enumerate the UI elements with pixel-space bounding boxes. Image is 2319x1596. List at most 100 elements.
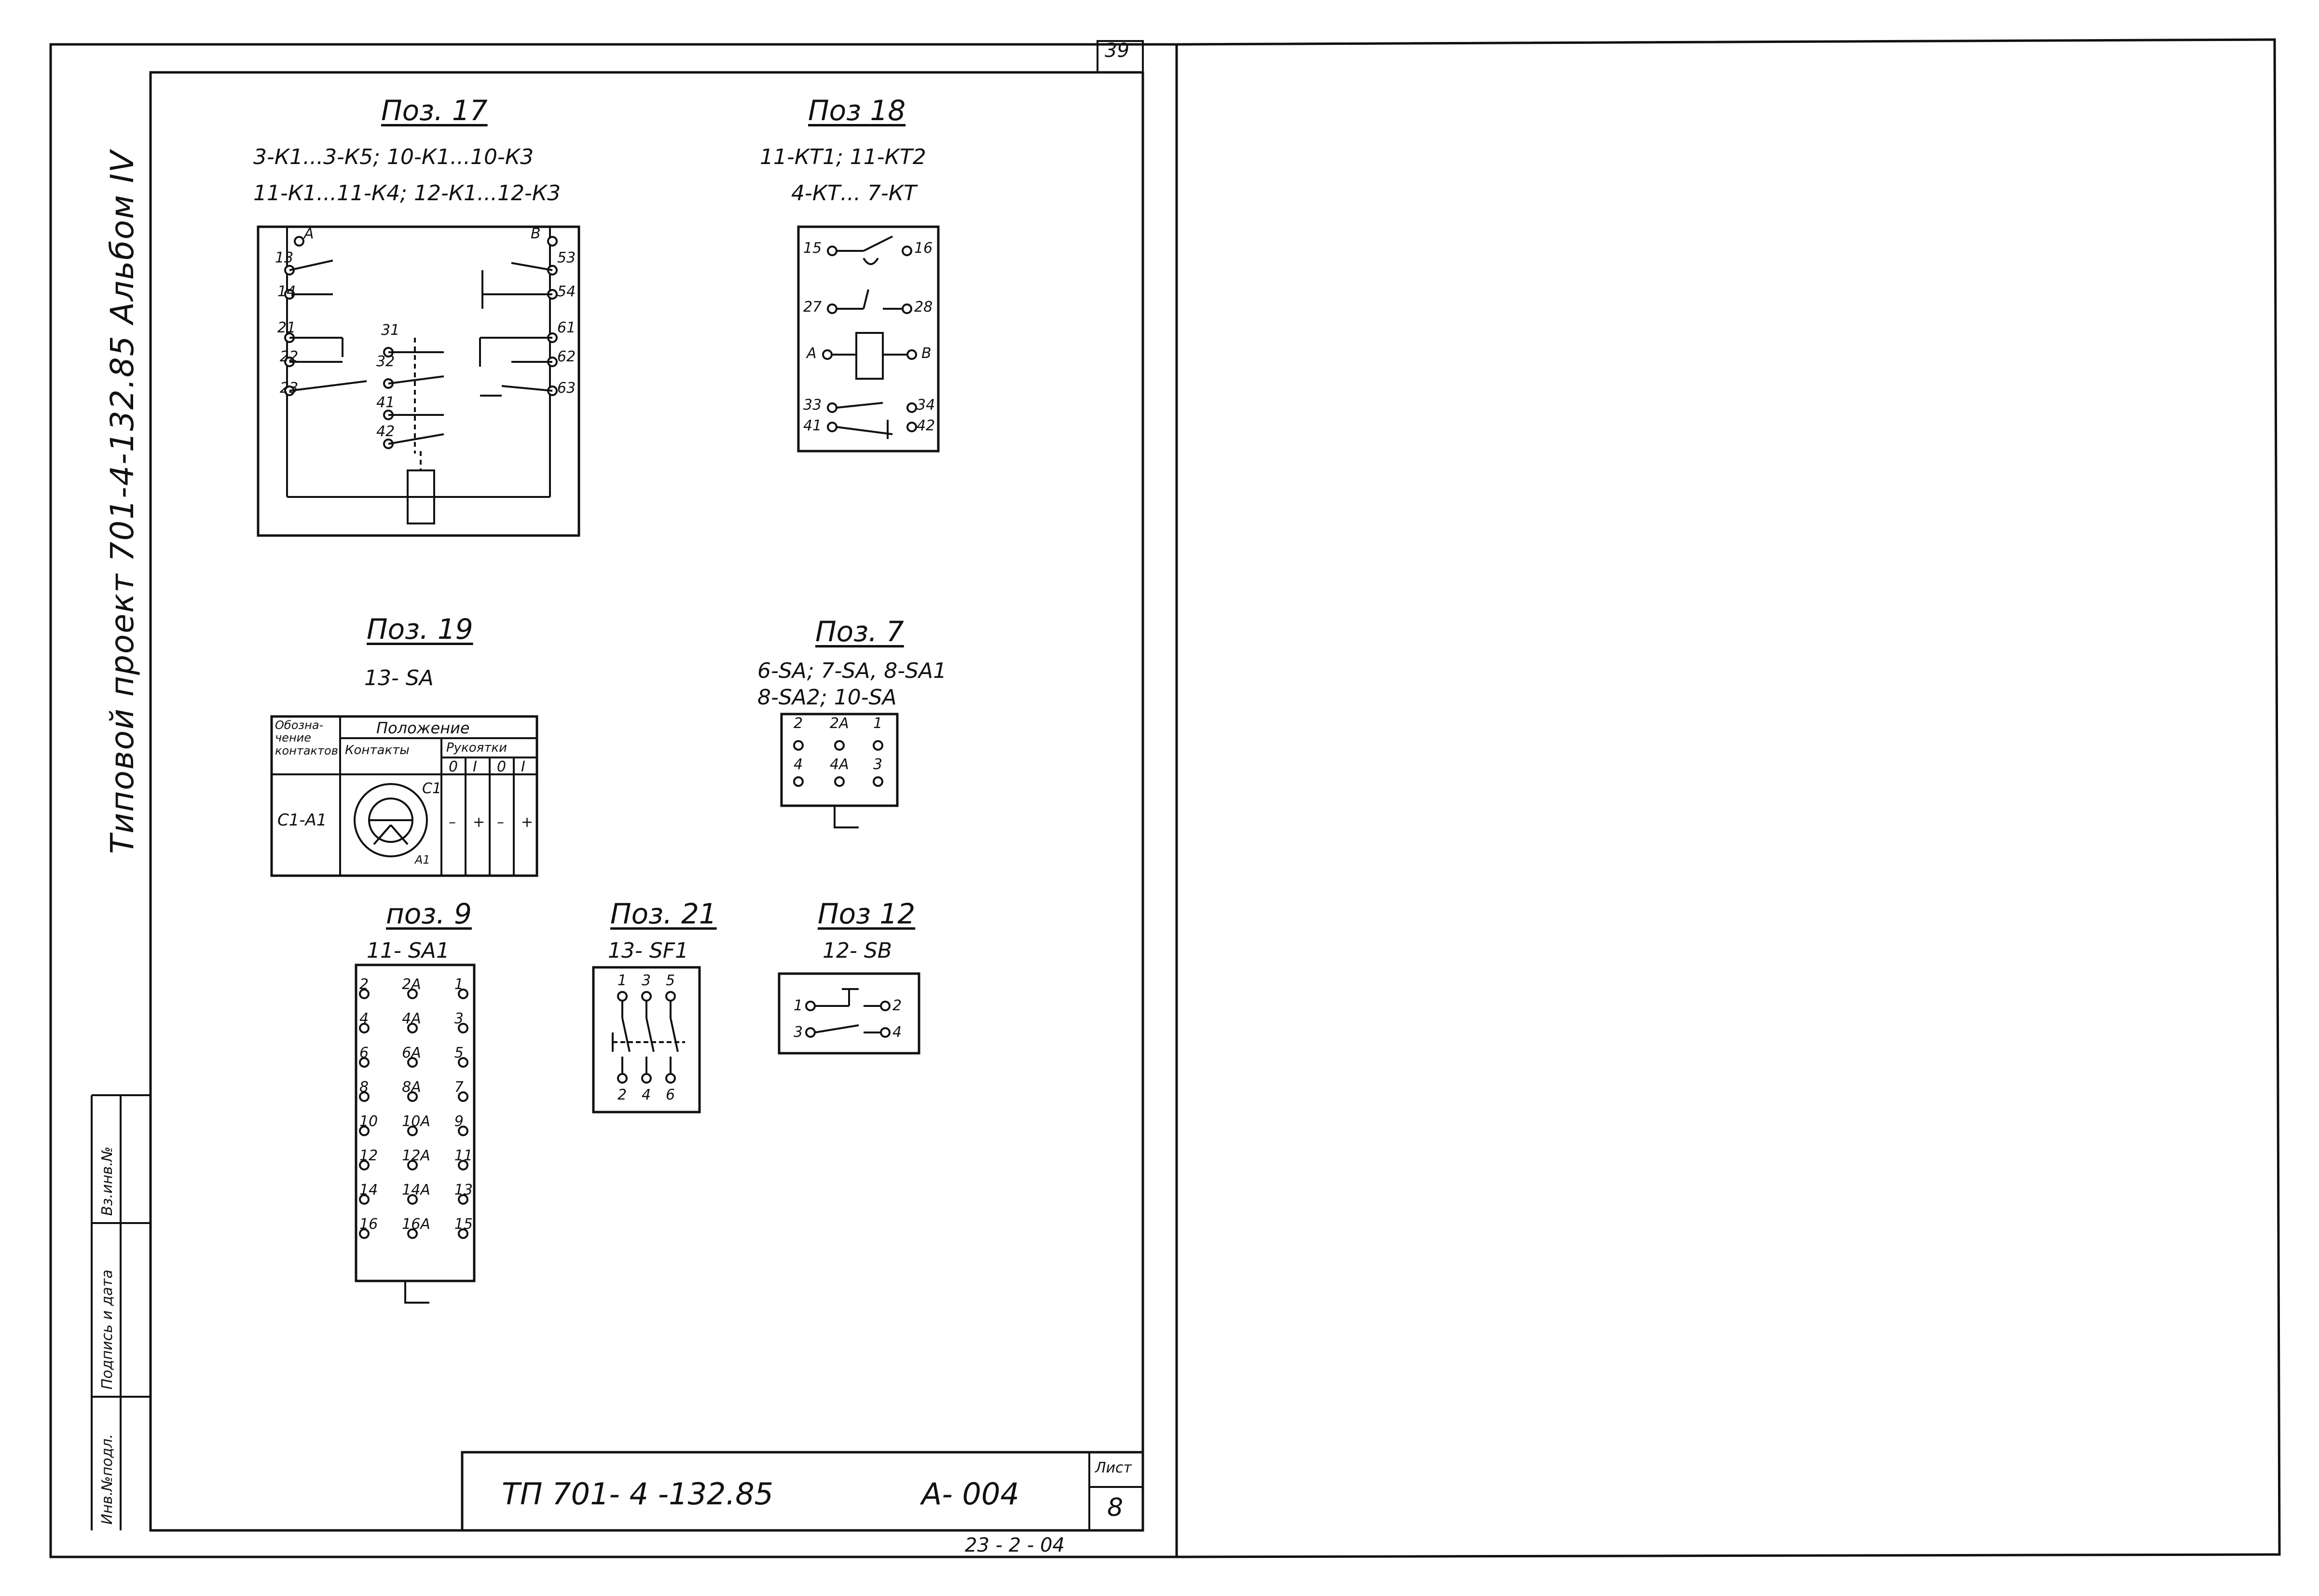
- pos9-terminal-circle: [458, 1194, 468, 1205]
- pos17-term-41: 41: [376, 394, 395, 411]
- stamp-sheet-number: 8: [1107, 1493, 1124, 1522]
- pos19-col-Ib: I: [521, 758, 525, 775]
- pos17-term-32: 32: [376, 353, 395, 370]
- pos19-mark-4: +: [521, 814, 534, 831]
- pos9-terminal-circle: [458, 1057, 468, 1068]
- pos17-term-14: 14: [277, 283, 296, 300]
- pos21-term-4: 4: [642, 1087, 651, 1103]
- pos9-terminal-circle: [458, 1228, 468, 1239]
- pos18-term-A: А: [807, 345, 817, 362]
- pos21-term-5: 5: [666, 972, 675, 989]
- pos9-c1-r4: 8: [359, 1079, 369, 1096]
- pos21-term-1: 1: [617, 972, 627, 989]
- inner-border: [149, 71, 1144, 1532]
- pos12-term-3: 3: [794, 1024, 803, 1041]
- pos9-terminal-circle: [359, 1091, 370, 1102]
- pos9-sub: 11- SA1: [367, 938, 450, 963]
- pos19-mark-3: –: [497, 814, 504, 831]
- pos9-c3-r4: 7: [454, 1079, 464, 1096]
- pos17-term-A: А: [304, 225, 314, 242]
- pos9-terminal-circle: [458, 1126, 468, 1136]
- pos17-term-61: 61: [557, 319, 576, 336]
- stamp-document-code: А- 004: [921, 1476, 1019, 1512]
- pos9-c1-r3: 6: [359, 1045, 369, 1061]
- pos18-title: Поз 18: [808, 94, 906, 127]
- pos17-term-B: В: [531, 225, 541, 242]
- pos9-c3-r3: 5: [454, 1045, 464, 1061]
- pos9-terminal-circle: [407, 1057, 418, 1068]
- pos19-head-designation: Обозна-чение контактов: [275, 718, 338, 757]
- pos18-term-27: 27: [803, 299, 822, 316]
- pos9-terminal-circle: [458, 1023, 468, 1033]
- pos9-terminal-circle: [407, 1091, 418, 1102]
- pos7-term-1: 1: [873, 715, 883, 732]
- pos17-term-42: 42: [376, 423, 395, 440]
- pos9-terminal-circle: [359, 1160, 370, 1170]
- pos12-term-4: 4: [892, 1024, 902, 1041]
- pos17-line1: 3-К1...3-К5; 10-К1...10-К3: [253, 145, 534, 169]
- pos12-title: Поз 12: [818, 897, 916, 930]
- pos9-c1-r1: 2: [359, 976, 369, 993]
- pos7-term-2: 2: [794, 715, 803, 732]
- pos19-a1: А1: [415, 853, 430, 867]
- pos18-term-B: В: [921, 345, 932, 362]
- pos19-head-position: Положение: [376, 719, 470, 737]
- pos17-line2: 11-К1...11-К4; 12-К1...12-К3: [253, 181, 561, 206]
- pos9-terminal-circle: [359, 1057, 370, 1068]
- pos9-title: поз. 9: [386, 897, 472, 930]
- pos19-title: Поз. 19: [367, 613, 473, 646]
- pos9-terminal-circle: [407, 1126, 418, 1136]
- pos17-term-62: 62: [557, 348, 576, 365]
- pos9-terminal-circle: [407, 1023, 418, 1033]
- pos18-term-15: 15: [803, 240, 822, 257]
- pos21-term-3: 3: [642, 972, 651, 989]
- pos18-term-28: 28: [914, 299, 933, 316]
- pos7-term-3: 3: [873, 756, 883, 773]
- pos9-c3-r5: 9: [454, 1113, 464, 1130]
- pos19-c1: С1: [422, 780, 442, 797]
- outer-border-right-sheet: [1176, 38, 2281, 1558]
- pos19-col-Ia: I: [473, 758, 477, 775]
- sheet-corner-box: [1097, 40, 1144, 73]
- pos7-term-4A: 4А: [830, 756, 849, 773]
- pos18-term-42: 42: [917, 417, 935, 434]
- pos18-term-33: 33: [803, 397, 822, 413]
- pos21-term-6: 6: [666, 1087, 675, 1103]
- pos7-term-4: 4: [794, 756, 803, 773]
- stamp-sheet-label: Лист: [1095, 1459, 1132, 1476]
- stamp-archive-number: 23 - 2 - 04: [965, 1534, 1065, 1556]
- pos9-terminal-circle: [359, 989, 370, 999]
- pos9-terminal-circle: [359, 1126, 370, 1136]
- pos18-term-34: 34: [917, 397, 935, 413]
- pos19-col-0b: 0: [497, 758, 507, 775]
- pos18-line1: 11-КТ1; 11-КТ2: [760, 145, 926, 169]
- pos17-title: Поз. 17: [381, 94, 488, 127]
- pos18-line2: 4-КТ... 7-КТ: [791, 181, 917, 206]
- pos9-c1-r2: 4: [359, 1010, 369, 1027]
- pos9-terminal-columns: 2 4 6 8 10 12 14 16 2А 4А 6А 8А 10А 12А …: [359, 967, 473, 1241]
- pos9-terminal-circle: [359, 1023, 370, 1033]
- pos12-term-2: 2: [892, 997, 902, 1014]
- pos17-term-22: 22: [280, 348, 299, 365]
- pos19-mark-1: –: [449, 814, 456, 831]
- pos17-term-23: 23: [280, 380, 299, 397]
- pos21-sub: 13- SF1: [608, 938, 689, 963]
- pos9-terminal-circle: [407, 1160, 418, 1170]
- pos19-mark-2: +: [473, 814, 485, 831]
- pos12-term-1: 1: [794, 997, 803, 1014]
- pos9-c3-r2: 3: [454, 1010, 464, 1027]
- pos7-line2: 8-SA2; 10-SA: [757, 685, 897, 710]
- pos19-head-handle: Рукоятки: [446, 741, 508, 755]
- pos17-term-63: 63: [557, 380, 576, 397]
- pos9-terminal-circle: [458, 1091, 468, 1102]
- pos7-line1: 6-SA; 7-SA, 8-SA1: [757, 659, 947, 683]
- pos9-terminal-circle: [407, 989, 418, 999]
- sheet-corner-number: 39: [1105, 40, 1129, 62]
